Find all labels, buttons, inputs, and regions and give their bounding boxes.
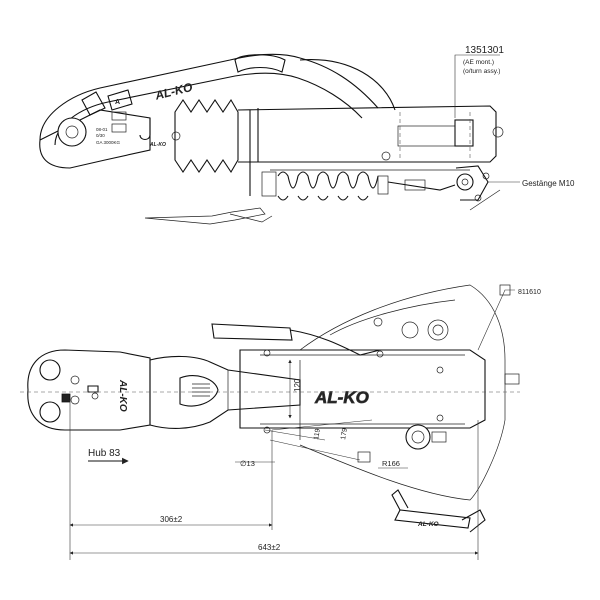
plan-handle xyxy=(211,323,293,341)
plate-line1: 08-01 xyxy=(96,127,108,132)
part-number-bottom: 811610 xyxy=(518,289,541,296)
dim-d13: ∅13 xyxy=(240,459,255,468)
plate-line2: 0/30 xyxy=(96,133,105,138)
crank-brand: AL-KO xyxy=(417,521,439,528)
dim-179: 179 xyxy=(340,428,349,441)
head-brand: AL-KO xyxy=(117,379,128,412)
body-brand: AL-KO xyxy=(314,388,369,407)
stroke-label: Hub 83 xyxy=(88,448,121,459)
plan-view: AL-KO AL-KO 120 119 179 R166 xyxy=(20,284,541,560)
side-view: A AL-KO 08-01 0/30 GA 3000KG AL-KO xyxy=(39,45,575,225)
part-number-top: 1351301 xyxy=(465,45,504,56)
dim-119: 119 xyxy=(313,428,322,440)
handle-brand: AL-KO xyxy=(153,80,195,103)
dim-120: 120 xyxy=(293,378,302,392)
coupling-handle xyxy=(39,53,379,141)
ball-socket-circle xyxy=(57,117,87,147)
overrun-spring xyxy=(261,171,389,201)
dim-306: 306±2 xyxy=(160,515,183,524)
plan-body xyxy=(239,349,486,429)
svg-text:A: A xyxy=(115,99,120,106)
coupling-head xyxy=(39,109,151,169)
mounting-plate xyxy=(299,284,506,501)
plate-line3: GA 3000KG xyxy=(96,140,121,145)
svg-text:AL-KO: AL-KO xyxy=(149,142,166,148)
bellows xyxy=(174,98,239,174)
crank-handle xyxy=(394,509,471,529)
drawbar-tube xyxy=(237,105,497,163)
handle-grip xyxy=(149,355,301,429)
dim-643: 643±2 xyxy=(258,543,281,552)
part-note-2: (o/turn assy.) xyxy=(463,68,500,75)
part-note-1: (AE mont.) xyxy=(463,59,494,66)
linkage-label: Gestänge M10 xyxy=(522,179,575,188)
dim-r166: R166 xyxy=(382,459,400,468)
